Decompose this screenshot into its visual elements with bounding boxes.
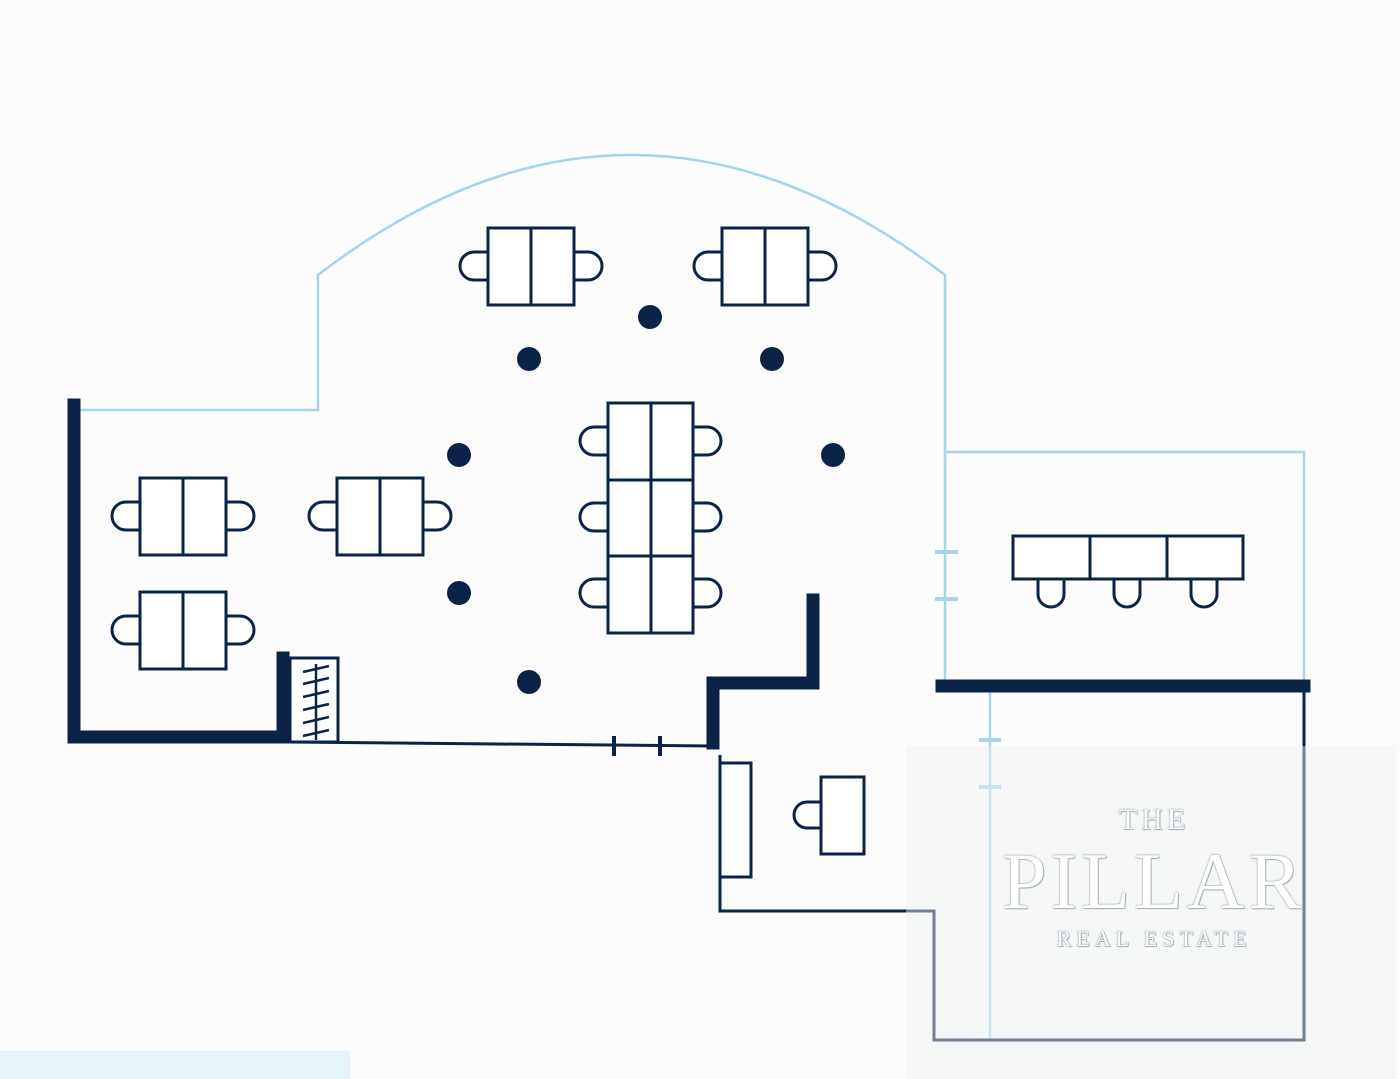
side-room-workstations xyxy=(1011,534,1245,609)
desk-cluster-top-right xyxy=(692,226,838,307)
desk-cluster-left-lower xyxy=(110,590,256,671)
reception-area xyxy=(718,761,866,879)
staircase xyxy=(288,656,340,744)
corner-strip xyxy=(0,1051,350,1079)
watermark-backdrop xyxy=(906,746,1396,1079)
the-pillar-logo: THE PILLAR REAL ESTATE xyxy=(984,800,1324,954)
logo-sub-text: REAL ESTATE xyxy=(1056,926,1252,951)
logo-main-text: PILLAR xyxy=(1002,838,1306,926)
desk-cluster-left-upper xyxy=(110,476,256,557)
glass-walls xyxy=(75,153,1306,1040)
logo-top-text: THE xyxy=(1118,803,1190,836)
solid-walls xyxy=(67,398,1311,1042)
central-desk-block xyxy=(578,401,723,635)
desk-cluster-left-middle xyxy=(307,476,453,557)
desk-cluster-top-left xyxy=(458,226,604,307)
columns xyxy=(447,305,845,694)
door-markers xyxy=(612,550,1001,789)
